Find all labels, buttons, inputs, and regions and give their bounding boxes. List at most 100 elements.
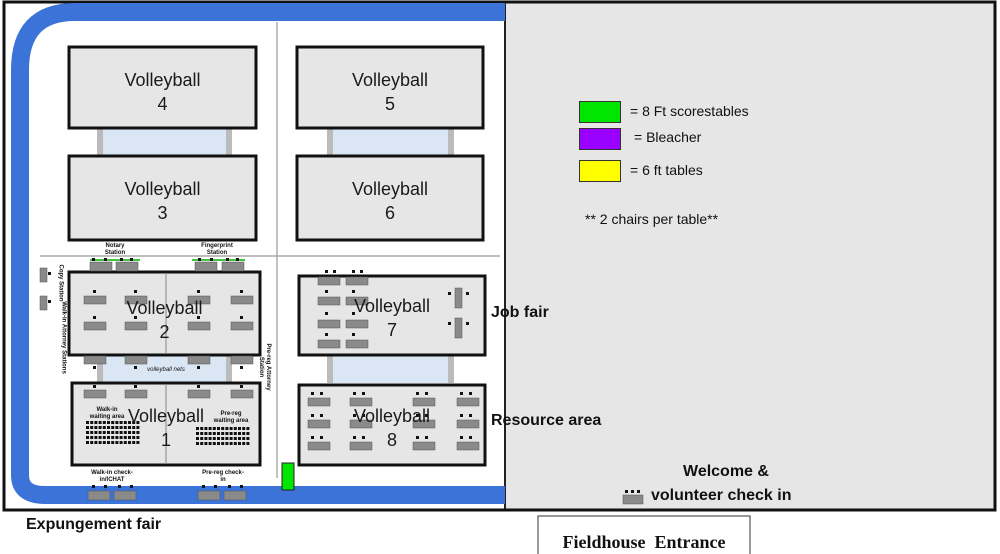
waiting-chair: [136, 426, 140, 429]
waiting-chair: [217, 442, 220, 445]
waiting-chair: [94, 421, 98, 424]
waiting-chair: [196, 442, 199, 445]
waiting-chair: [98, 441, 102, 444]
waiting-chair: [212, 427, 216, 430]
legend-label-bleacher: = Bleacher: [634, 129, 702, 145]
entrance-box: [537, 515, 751, 554]
waiting-chair: [111, 431, 115, 434]
waiting-chair: [94, 426, 98, 429]
waiting-chair: [238, 437, 241, 440]
waiting-chair: [233, 442, 237, 445]
court-1-number: 1: [160, 430, 171, 450]
resource-area-label: Resource area: [491, 412, 602, 429]
waiting-chair: [111, 441, 115, 444]
waiting-chair: [204, 442, 208, 445]
job-fair-label: Job fair: [491, 304, 549, 321]
waiting-chair: [132, 436, 136, 439]
waiting-chair: [204, 432, 208, 435]
waiting-chair: [208, 437, 212, 440]
waiting-chair: [229, 432, 233, 435]
waiting-chair: [196, 427, 199, 430]
waiting-chair: [128, 421, 131, 424]
waiting-chair: [221, 437, 225, 440]
court-8-label: Volleyball 8: [299, 404, 485, 452]
walkin-waiting-label: Walk-in waiting area: [89, 407, 125, 420]
court-4-label: Volleyball 4: [69, 68, 256, 116]
building-outline: [2, 0, 997, 512]
waiting-chair: [208, 427, 212, 430]
waiting-chair: [102, 426, 106, 429]
waiting-chair: [132, 426, 136, 429]
running-track: [11, 3, 505, 504]
court-5-label: Volleyball 5: [297, 68, 483, 116]
walkin-attorney-label: Walk-in Attorney Stations: [60, 301, 67, 374]
waiting-chair: [221, 432, 225, 435]
waiting-chair: [90, 421, 94, 424]
waiting-chair: [225, 442, 229, 445]
waiting-chair: [242, 437, 246, 440]
waiting-chair: [229, 427, 233, 430]
fieldhouse-entrance-label: Fieldhouse Entrance: [562, 532, 726, 552]
waiting-chair: [115, 426, 119, 429]
waiting-chair: [111, 426, 115, 429]
welcome-label: Welcome &: [683, 463, 769, 480]
court-1-label: Volleyball 1: [72, 404, 260, 452]
legend-swatch-6ft-tables: [579, 160, 621, 182]
court-6: [295, 154, 485, 242]
legend-label-scorestables: = 8 Ft scorestables: [630, 103, 749, 119]
waiting-chair: [136, 421, 140, 424]
waiting-chair: [123, 441, 127, 444]
fingerprint-station-label: Fingerprint Station: [201, 243, 233, 256]
waiting-chair: [102, 436, 106, 439]
court-2-label: Volleyball 2: [69, 296, 260, 344]
waiting-area-chairs: [86, 421, 250, 445]
waiting-chair: [98, 431, 102, 434]
court-6-number: 6: [384, 203, 395, 223]
waiting-chair: [212, 432, 216, 435]
waiting-chair: [217, 437, 220, 440]
waiting-chair: [119, 436, 123, 439]
waiting-chair: [119, 421, 123, 424]
waiting-chair: [242, 427, 246, 430]
waiting-chair: [204, 437, 208, 440]
waiting-chair: [86, 421, 89, 424]
waiting-chair: [128, 426, 131, 429]
waiting-chair: [102, 441, 106, 444]
waiting-chair: [86, 441, 89, 444]
waiting-chair: [238, 427, 241, 430]
waiting-chair: [128, 431, 131, 434]
court-2-title: Volleyball: [126, 298, 203, 318]
court-3-number: 3: [157, 203, 168, 223]
waiting-chair: [90, 441, 94, 444]
waiting-chair: [115, 441, 119, 444]
court-1-title: Volleyball: [127, 406, 205, 426]
waiting-chair: [98, 436, 102, 439]
court-3-label: Volleyball 3: [69, 177, 256, 225]
legend-swatch-bleacher: [579, 128, 621, 150]
waiting-chair: [107, 426, 110, 429]
tables: [39, 261, 644, 505]
waiting-chair: [233, 427, 237, 430]
waiting-chair: [94, 441, 98, 444]
court-4-number: 4: [157, 94, 168, 114]
waiting-chair: [90, 436, 94, 439]
waiting-chair: [212, 442, 216, 445]
waiting-chair: [98, 421, 102, 424]
waiting-chair: [217, 432, 220, 435]
waiting-chair: [196, 432, 199, 435]
waiting-chair: [128, 436, 131, 439]
waiting-chair: [90, 431, 94, 434]
waiting-chair: [102, 431, 106, 434]
waiting-chair: [238, 432, 241, 435]
waiting-chair: [136, 441, 140, 444]
waiting-chair: [107, 436, 110, 439]
walkin-checkin-label: Walk-in check-in/ICHAT: [91, 470, 133, 483]
waiting-chair: [233, 432, 237, 435]
waiting-chair: [98, 426, 102, 429]
court-7-title: Volleyball: [353, 296, 431, 316]
waiting-chair: [225, 427, 229, 430]
court-5: [295, 45, 485, 130]
prereg-checkin-label: Pre-reg check-in: [202, 470, 244, 483]
court-8-title: Volleyball: [353, 406, 431, 426]
